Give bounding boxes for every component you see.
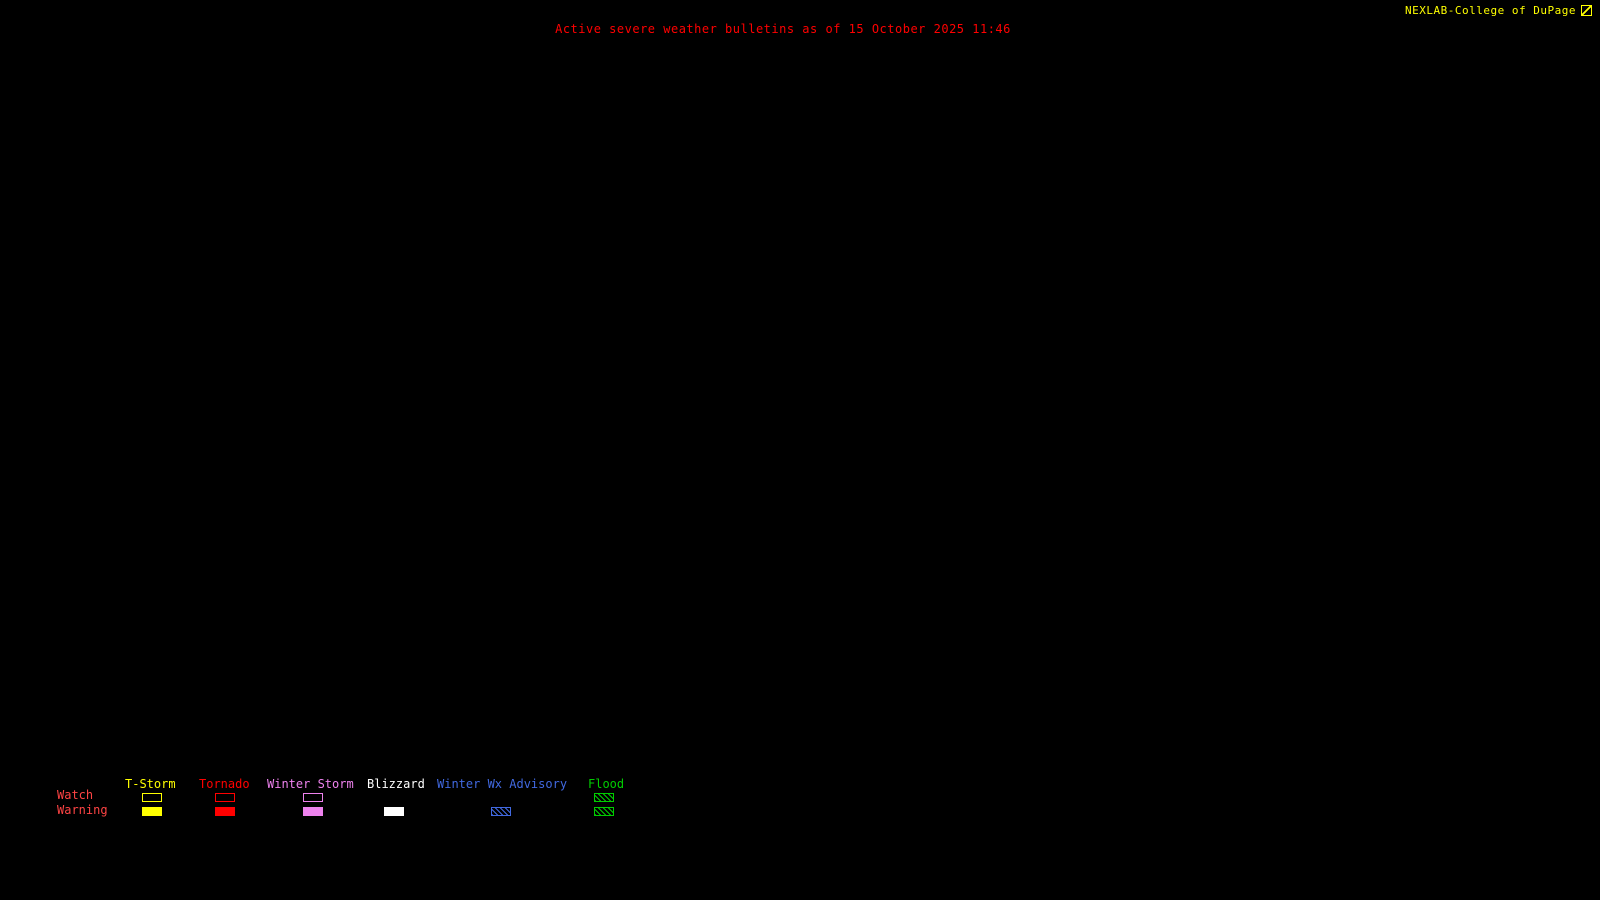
cod-logo-icon bbox=[1581, 5, 1592, 16]
legend-label-flood: Flood bbox=[588, 777, 625, 791]
legend-label-tstorm: T-Storm bbox=[125, 777, 176, 791]
brand-title: NEXLAB-College of DuPage bbox=[1405, 4, 1592, 17]
legend-swatch-flood-watch bbox=[594, 793, 614, 802]
legend-swatch-winter-storm-warning bbox=[303, 807, 323, 816]
legend-label-winter-storm: Winter Storm bbox=[267, 777, 354, 791]
legend-swatch-tornado-watch bbox=[215, 793, 235, 802]
status-line: Active severe weather bulletins as of 15… bbox=[555, 22, 1011, 36]
legend-swatch-tstorm-warning bbox=[142, 807, 162, 816]
legend-swatch-flood-warning bbox=[594, 807, 614, 816]
legend-row-label-watch: Watch bbox=[57, 788, 94, 802]
legend-swatch-winter-storm-watch bbox=[303, 793, 323, 802]
legend-swatch-tstorm-watch bbox=[142, 793, 162, 802]
legend-label-tornado: Tornado bbox=[199, 777, 250, 791]
legend-label-winter-wx-advisory: Winter Wx Advisory bbox=[437, 777, 568, 791]
legend-swatch-winter-wx-advisory-warning bbox=[491, 807, 511, 816]
legend-row-label-warning: Warning bbox=[57, 803, 108, 817]
legend-swatch-blizzard-warning bbox=[384, 807, 404, 816]
legend-label-blizzard: Blizzard bbox=[367, 777, 425, 791]
legend: Watch Warning T-Storm Tornado Winter Sto… bbox=[0, 772, 700, 832]
brand-text: NEXLAB-College of DuPage bbox=[1405, 4, 1576, 17]
legend-swatch-tornado-warning bbox=[215, 807, 235, 816]
